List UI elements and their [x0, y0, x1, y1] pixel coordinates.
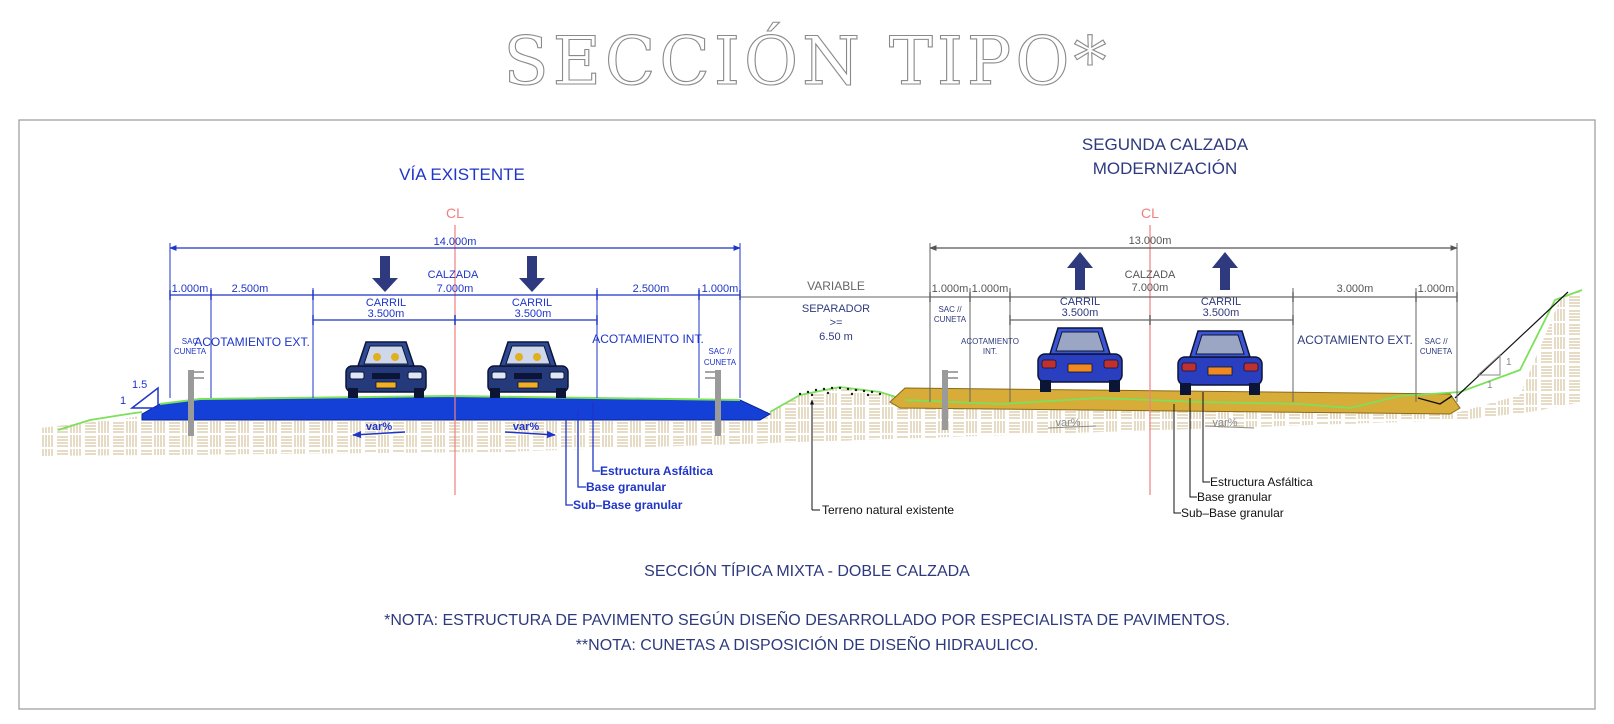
median-min-width: 6.50 m [819, 331, 853, 343]
post-left-new [942, 370, 958, 430]
existing-var-slope-1: var% [366, 421, 393, 433]
new-shoulder-ext-label: ACOTAMIENTO EXT. [1297, 333, 1413, 347]
median-topsoil-dots [798, 386, 882, 397]
new-var-line-1 [1047, 425, 1097, 429]
new-sac-right-label-2: CUNETA [1420, 347, 1453, 356]
median-separator-label: SEPARADOR [802, 303, 870, 315]
new-extension-lines [929, 243, 1458, 402]
existing-sac-right-label-2: CUNETA [704, 358, 737, 367]
existing-lane1-width: 3.500m [368, 308, 405, 320]
new-slope-horizontal: 1 [1487, 380, 1493, 391]
new-layer-asphalt: Estructura Asfáltica [1210, 475, 1313, 489]
car-new-1 [1037, 327, 1123, 393]
existing-sac-left-label: SAC [182, 337, 199, 346]
note-pavement: *NOTA: ESTRUCTURA DE PAVIMENTO SEGÚN DIS… [384, 609, 1230, 629]
right-cut-slope-line [1454, 291, 1569, 399]
existing-shoulder-int-label: ACOTAMIENTO INT. [592, 332, 704, 346]
new-layer-subbase: Sub–Base granular [1181, 506, 1284, 520]
new-calzada-width: 7.000m [1132, 282, 1169, 294]
existing-layer-subbase: Sub–Base granular [573, 498, 683, 512]
existing-layer-asphalt: Estructura Asfáltica [600, 464, 713, 478]
post-left-existing [188, 370, 204, 436]
existing-dim-sac-right: 1.000m [702, 283, 739, 295]
existing-dim-sac-left: 1.000m [172, 283, 209, 295]
new-layer-base: Base granular [1197, 490, 1272, 504]
note-drainage: **NOTA: CUNETAS A DISPOSICIÓN DE DISEÑO … [576, 634, 1039, 654]
direction-arrow-down-2 [519, 256, 545, 292]
existing-var-arrow-1 [352, 430, 406, 439]
new-lane1-width: 3.500m [1062, 307, 1099, 319]
existing-lane-dim-ticks [312, 315, 598, 325]
left-slope-triangle [129, 386, 159, 409]
new-sac-left-label: SAC // [938, 305, 962, 314]
median-mound [770, 387, 905, 412]
right-ditch [1417, 395, 1453, 405]
cl-symbol-existing: CL [446, 205, 464, 221]
existing-lane1-label: CARRIL [366, 297, 406, 309]
existing-dim-shoulder-int: 2.500m [633, 283, 670, 295]
new-total-width: 13.000m [1129, 235, 1172, 247]
new-dim-shoulder-int: 1.000m [972, 283, 1009, 295]
new-var-line-2 [1204, 425, 1255, 429]
drawing-title: SECCIÓN TIPO* [504, 22, 1111, 100]
existing-calzada-width: 7.000m [437, 283, 474, 295]
new-slope-vertical: 1 [1506, 357, 1512, 368]
existing-shoulder-ext-label: ACOTAMIENTO EXT. [194, 335, 310, 349]
new-layer-leaders [1173, 392, 1210, 514]
existing-lane2-label: CARRIL [512, 297, 552, 309]
right-slope-triangle [1476, 353, 1501, 376]
existing-var-slope-2: var% [513, 421, 540, 433]
existing-sac-left-label-2: CUNETA [174, 347, 207, 356]
existing-pavement-top [159, 394, 741, 405]
existing-slope-horizontal: 1.5 [132, 379, 147, 391]
new-lane2-width: 3.500m [1203, 307, 1240, 319]
new-heading-line2: MODERNIZACIÓN [1093, 159, 1238, 178]
car-new-2 [1177, 330, 1263, 396]
existing-layer-leaders [565, 402, 600, 506]
new-shoulder-int-label: ACOTAMIENTO [961, 337, 1019, 346]
new-dim-sac-left: 1.000m [932, 283, 969, 295]
existing-sac-right-label: SAC // [708, 347, 732, 356]
existing-sub-dim-ticks [169, 290, 741, 300]
car-existing-2 [487, 341, 569, 399]
drawing-frame [18, 119, 1596, 710]
direction-arrow-down-1 [372, 256, 398, 292]
existing-lane2-width: 3.500m [515, 308, 552, 320]
existing-calzada-label: CALZADA [428, 269, 479, 281]
new-heading-line1: SEGUNDA CALZADA [1082, 135, 1249, 154]
post-right-existing [705, 370, 721, 436]
new-var-slope-2: var% [1212, 417, 1237, 429]
existing-total-width: 14.000m [434, 236, 477, 248]
existing-slope-vertical: 1 [120, 395, 126, 407]
direction-arrow-up-2 [1212, 252, 1238, 290]
existing-heading: VÍA EXISTENTE [399, 165, 525, 184]
direction-arrow-up-1 [1067, 252, 1093, 290]
new-var-slope-1: var% [1055, 417, 1080, 429]
new-sac-right-label: SAC // [1424, 337, 1448, 346]
new-calzada-label: CALZADA [1125, 269, 1176, 281]
new-sac-left-label-2: CUNETA [934, 315, 967, 324]
median-variable-label: VARIABLE [807, 279, 865, 293]
new-sub-dim-ticks [929, 292, 1458, 302]
new-lane1-label: CARRIL [1060, 296, 1100, 308]
terrain-line [57, 289, 1583, 431]
median-terrain-label: Terreno natural existente [822, 503, 954, 517]
existing-layer-base: Base granular [586, 480, 666, 494]
existing-extension-lines [169, 243, 741, 398]
section-subtitle: SECCIÓN TÍPICA MIXTA - DOBLE CALZADA [644, 561, 970, 580]
new-shoulder-int-label-2: INT. [983, 347, 997, 356]
cl-symbol-new: CL [1141, 205, 1159, 221]
new-dim-sac-right: 1.000m [1418, 283, 1455, 295]
existing-dim-shoulder-ext: 2.500m [232, 283, 269, 295]
new-lane2-label: CARRIL [1201, 296, 1241, 308]
existing-var-arrow-2 [504, 430, 556, 439]
new-dim-shoulder-ext: 3.000m [1337, 283, 1374, 295]
new-lane-dim-ticks [1009, 315, 1294, 325]
median-gte-label: >= [830, 317, 843, 329]
car-existing-1 [345, 341, 427, 399]
